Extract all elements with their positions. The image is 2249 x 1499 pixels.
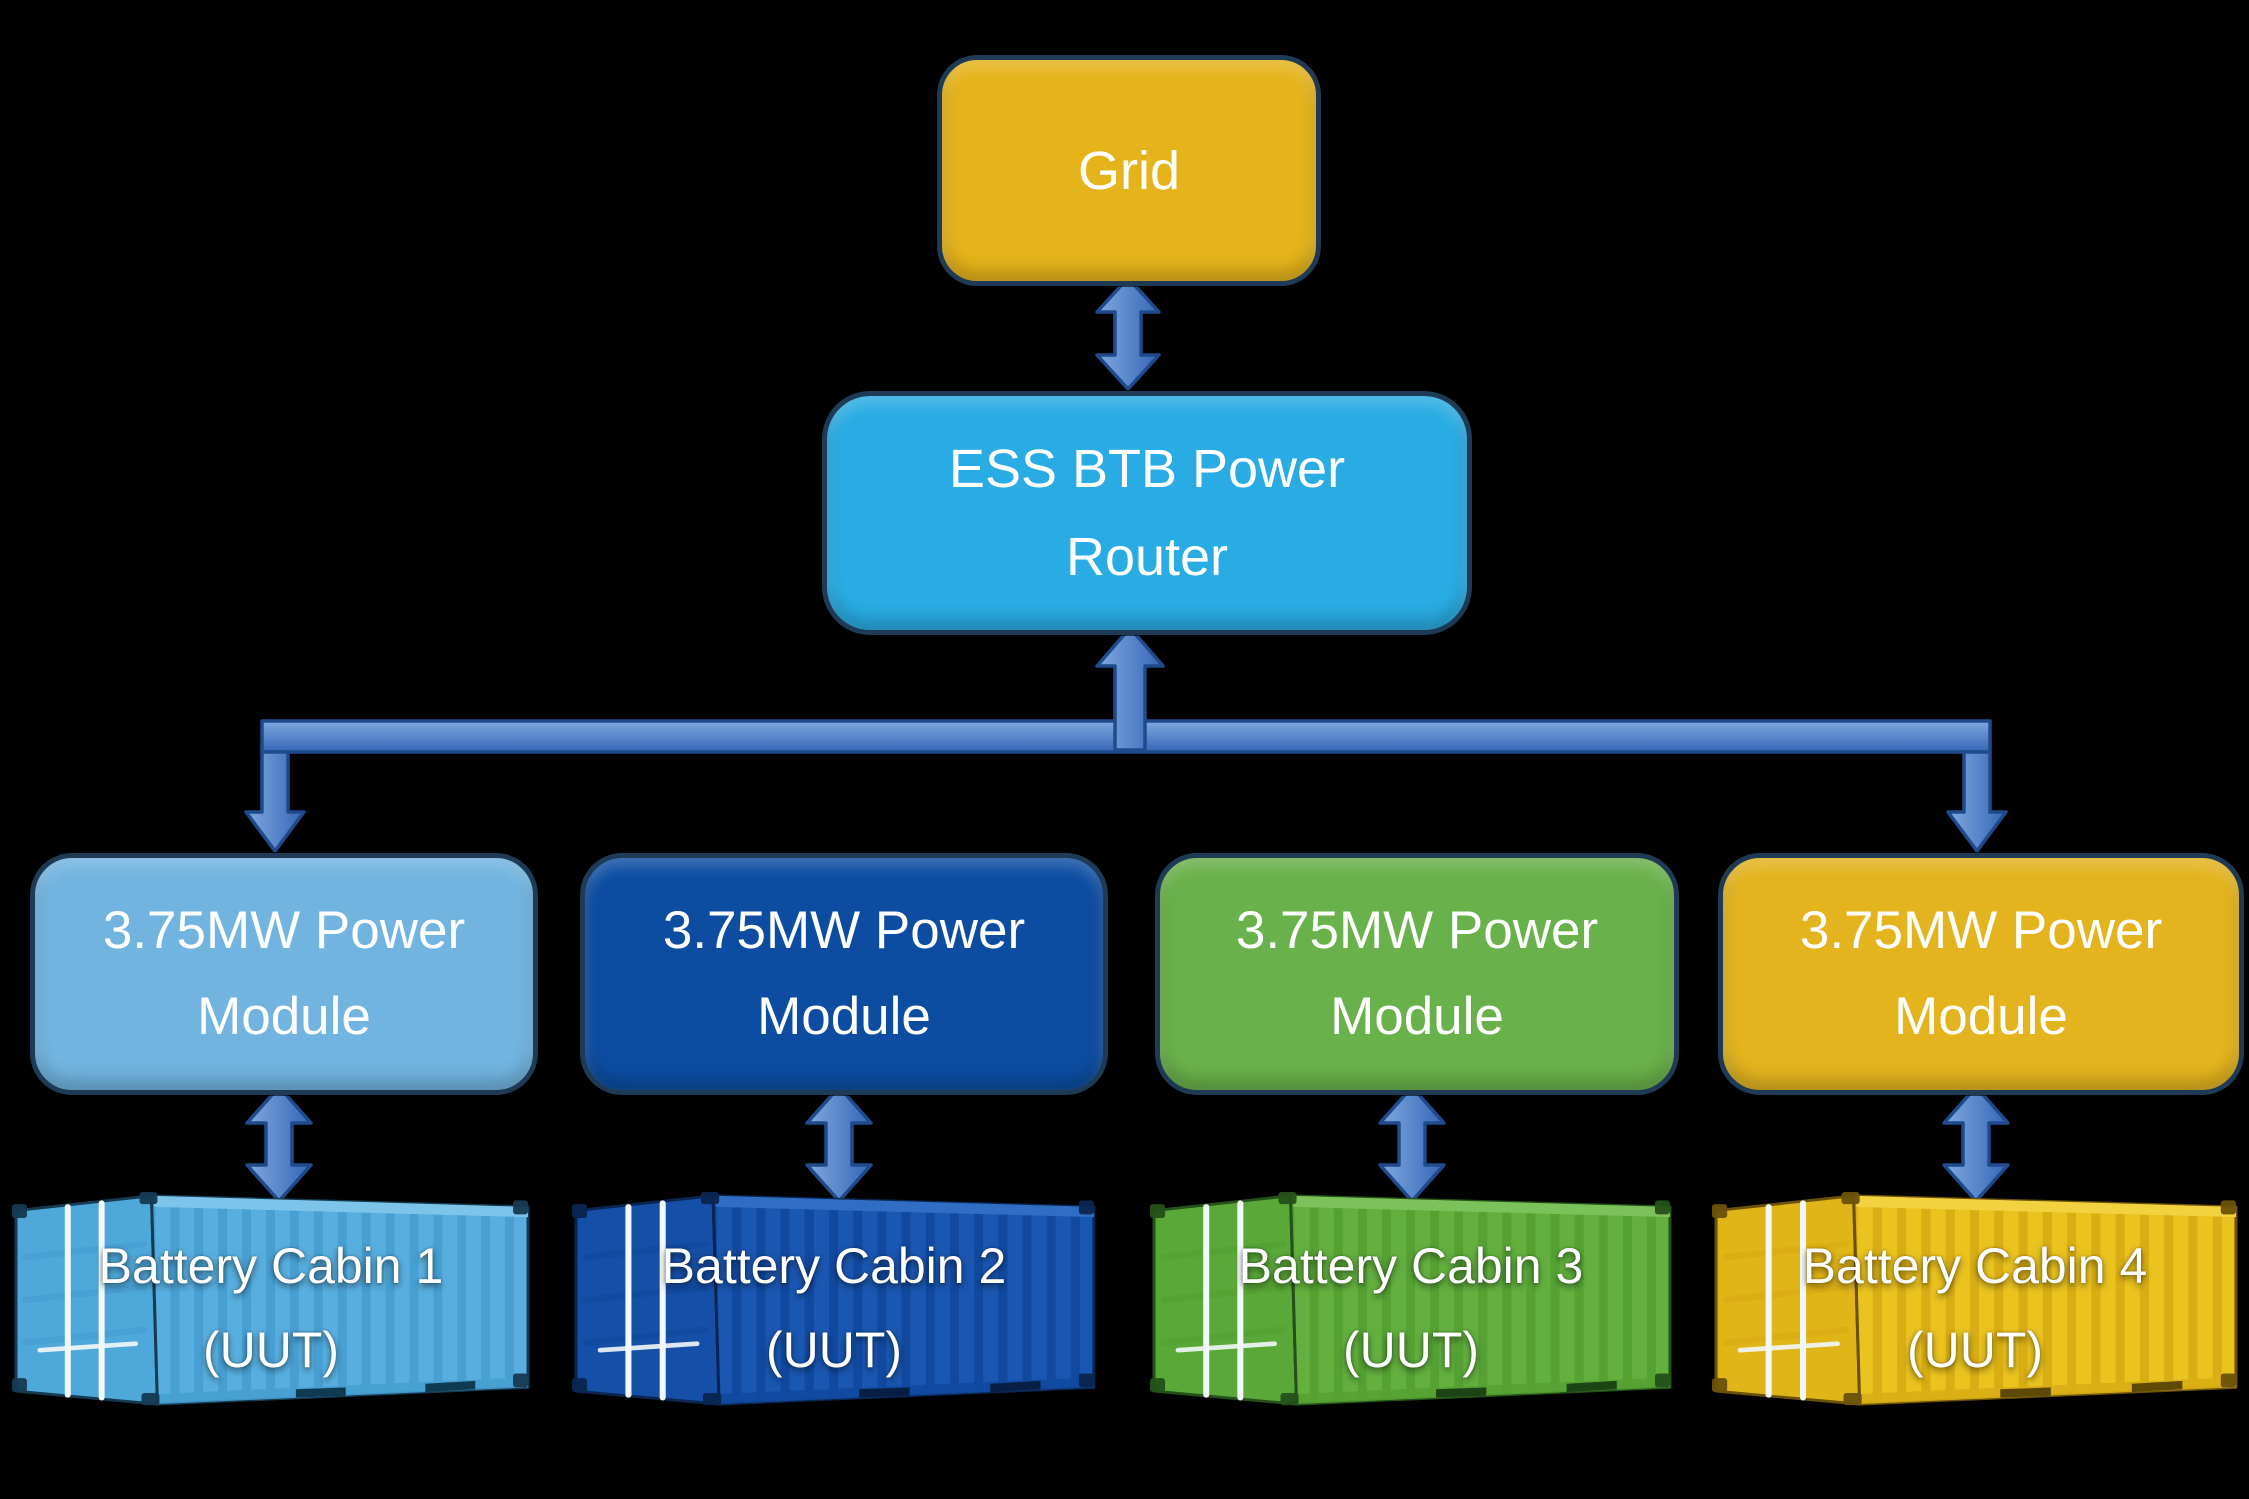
grid-label: Grid [1077,140,1180,201]
module-4-label-line1: 3.75MW Power [1799,901,2163,960]
grid-box: Grid [937,55,1321,286]
power-module-4: 3.75MW Power Module [1718,853,2244,1095]
door-slats [1160,1240,1287,1347]
cabin-3-uut-label: (UUT) [1342,1322,1480,1378]
door-handle [1175,1341,1277,1353]
door-lock-rods [1203,1200,1244,1401]
module-1-label-line2: Module [197,987,371,1046]
container-roof-band [1290,1195,1670,1218]
door-slats [1722,1240,1850,1347]
container-roof-band [1853,1195,2236,1218]
door-slats [22,1240,147,1347]
module-cabin-arrow-2 [805,1085,873,1203]
cabin-1-uut-label: (UUT) [202,1322,340,1378]
corner-castings [1150,1192,1670,1406]
cabin-2-label: Battery Cabin 2 [661,1238,1007,1294]
cabin-4-uut-label: (UUT) [1906,1322,2044,1378]
forklift-slot [425,1380,476,1393]
container-graphic-2 [572,1192,1096,1406]
forklift-slot [1566,1380,1617,1393]
container-graphic-4 [1712,1192,2238,1406]
power-module-2: 3.75MW Power Module [580,853,1108,1095]
forklift-slot [2131,1380,2183,1393]
door-lock-rods [625,1200,666,1401]
module-3-label-line1: 3.75MW Power [1235,901,1599,960]
door-handle [1737,1341,1840,1353]
cabin-4-label: Battery Cabin 4 [1802,1238,2148,1294]
forklift-slot [1436,1387,1487,1398]
module-4-label-line2: Module [1894,987,2068,1046]
forklift-slot [990,1380,1041,1393]
door-lock-rods [64,1200,105,1401]
door-handle [597,1341,700,1353]
door-slats [582,1240,709,1347]
corner-castings [12,1192,529,1406]
router-label-line1: ESS BTB Power [948,439,1346,499]
forklift-slot [295,1387,346,1398]
door-lock-rods [1765,1200,1807,1401]
module-2-label-line1: 3.75MW Power [662,901,1026,960]
cabin-3-label: Battery Cabin 3 [1238,1238,1584,1294]
container-roof-band [151,1195,529,1218]
module-cabin-arrow-3 [1378,1085,1446,1203]
bar-to-module-1-arrow [244,750,306,853]
battery-cabin-1: Battery Cabin 1 (UUT) [12,1192,530,1420]
power-module-1: 3.75MW Power Module [30,853,538,1095]
module-2-label-line2: Module [757,987,931,1046]
grid-router-arrow [1095,276,1161,391]
bar-to-module-4-arrow [1946,750,2008,853]
battery-cabin-3: Battery Cabin 3 (UUT) [1150,1192,1672,1420]
container-graphic-1 [12,1192,530,1406]
router-label-line2: Router [1065,527,1229,587]
battery-cabin-2: Battery Cabin 2 (UUT) [572,1192,1096,1420]
forklift-slot [2000,1387,2051,1398]
door-handle [37,1341,139,1353]
router-box: ESS BTB Power Router [822,391,1472,635]
module-1-label-line1: 3.75MW Power [102,901,466,960]
container-roof-band [713,1195,1094,1218]
module-cabin-arrow-4 [1942,1085,2010,1203]
corner-castings [572,1192,1094,1406]
module-3-label-line2: Module [1330,987,1504,1046]
container-graphic-3 [1150,1192,1672,1406]
cabin-1-label: Battery Cabin 1 [98,1238,444,1294]
corner-castings [1712,1192,2236,1406]
cabin-2-uut-label: (UUT) [765,1322,903,1378]
bar-to-router-arrow [1095,626,1165,752]
power-module-3: 3.75MW Power Module [1155,853,1679,1095]
forklift-slot [859,1387,910,1398]
module-cabin-arrow-1 [245,1085,313,1203]
battery-cabin-4: Battery Cabin 4 (UUT) [1712,1192,2238,1420]
